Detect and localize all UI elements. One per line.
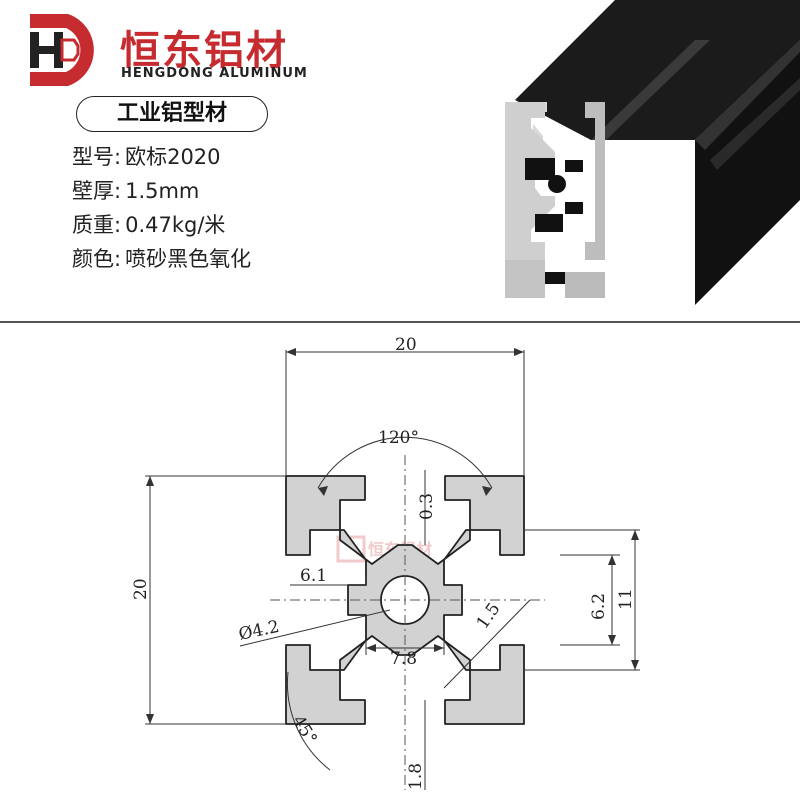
dim-angle-top: 120° bbox=[378, 428, 419, 448]
dim-wall-top: 0.3 bbox=[417, 493, 437, 520]
spec-value: 欧标2020 bbox=[125, 145, 221, 169]
dim-hole-dia: Ø4.2 bbox=[237, 617, 281, 645]
spec-row-weight: 质重:0.47kg/米 bbox=[72, 208, 251, 242]
dim-core: 7.8 bbox=[390, 649, 417, 669]
spec-label: 壁厚: bbox=[72, 179, 122, 203]
brand-name-en: HENGDONG ALUMINUM bbox=[121, 66, 308, 81]
dim-slot-inner: 11 bbox=[616, 588, 636, 610]
spec-row-color: 颜色:喷砂黑色氧化 bbox=[72, 242, 251, 276]
product-title: 工业铝型材 bbox=[76, 96, 268, 132]
dim-web: 1.5 bbox=[473, 599, 505, 633]
dim-slot-depth: 6.1 bbox=[300, 566, 327, 586]
spec-row-wall: 壁厚:1.5mm bbox=[72, 174, 251, 208]
product-header: 恒东铝材 HENGDONG ALUMINUM 工业铝型材 型号:欧标2020 壁… bbox=[0, 0, 800, 322]
section-divider bbox=[0, 321, 800, 323]
spec-label: 质重: bbox=[72, 213, 122, 237]
dim-height: 20 bbox=[131, 578, 151, 600]
dim-slot-open: 6.2 bbox=[589, 593, 609, 620]
spec-value: 喷砂黑色氧化 bbox=[125, 247, 252, 271]
spec-row-model: 型号:欧标2020 bbox=[72, 140, 251, 174]
spec-label: 颜色: bbox=[72, 247, 122, 271]
watermark-logo-icon bbox=[336, 535, 366, 563]
spec-value: 0.47kg/米 bbox=[125, 213, 226, 237]
spec-label: 型号: bbox=[72, 145, 122, 169]
dim-lip: 1.8 bbox=[406, 763, 426, 790]
profile-photo bbox=[505, 0, 800, 305]
dim-width: 20 bbox=[395, 335, 417, 355]
profile-drawing: 恒东铝材 bbox=[131, 335, 640, 790]
spec-value: 1.5mm bbox=[125, 179, 200, 203]
brand-name-cn: 恒东铝材 bbox=[120, 28, 288, 74]
spec-list: 型号:欧标2020 壁厚:1.5mm 质重:0.47kg/米 颜色:喷砂黑色氧化 bbox=[72, 140, 251, 276]
brand-logo-icon bbox=[30, 14, 94, 86]
